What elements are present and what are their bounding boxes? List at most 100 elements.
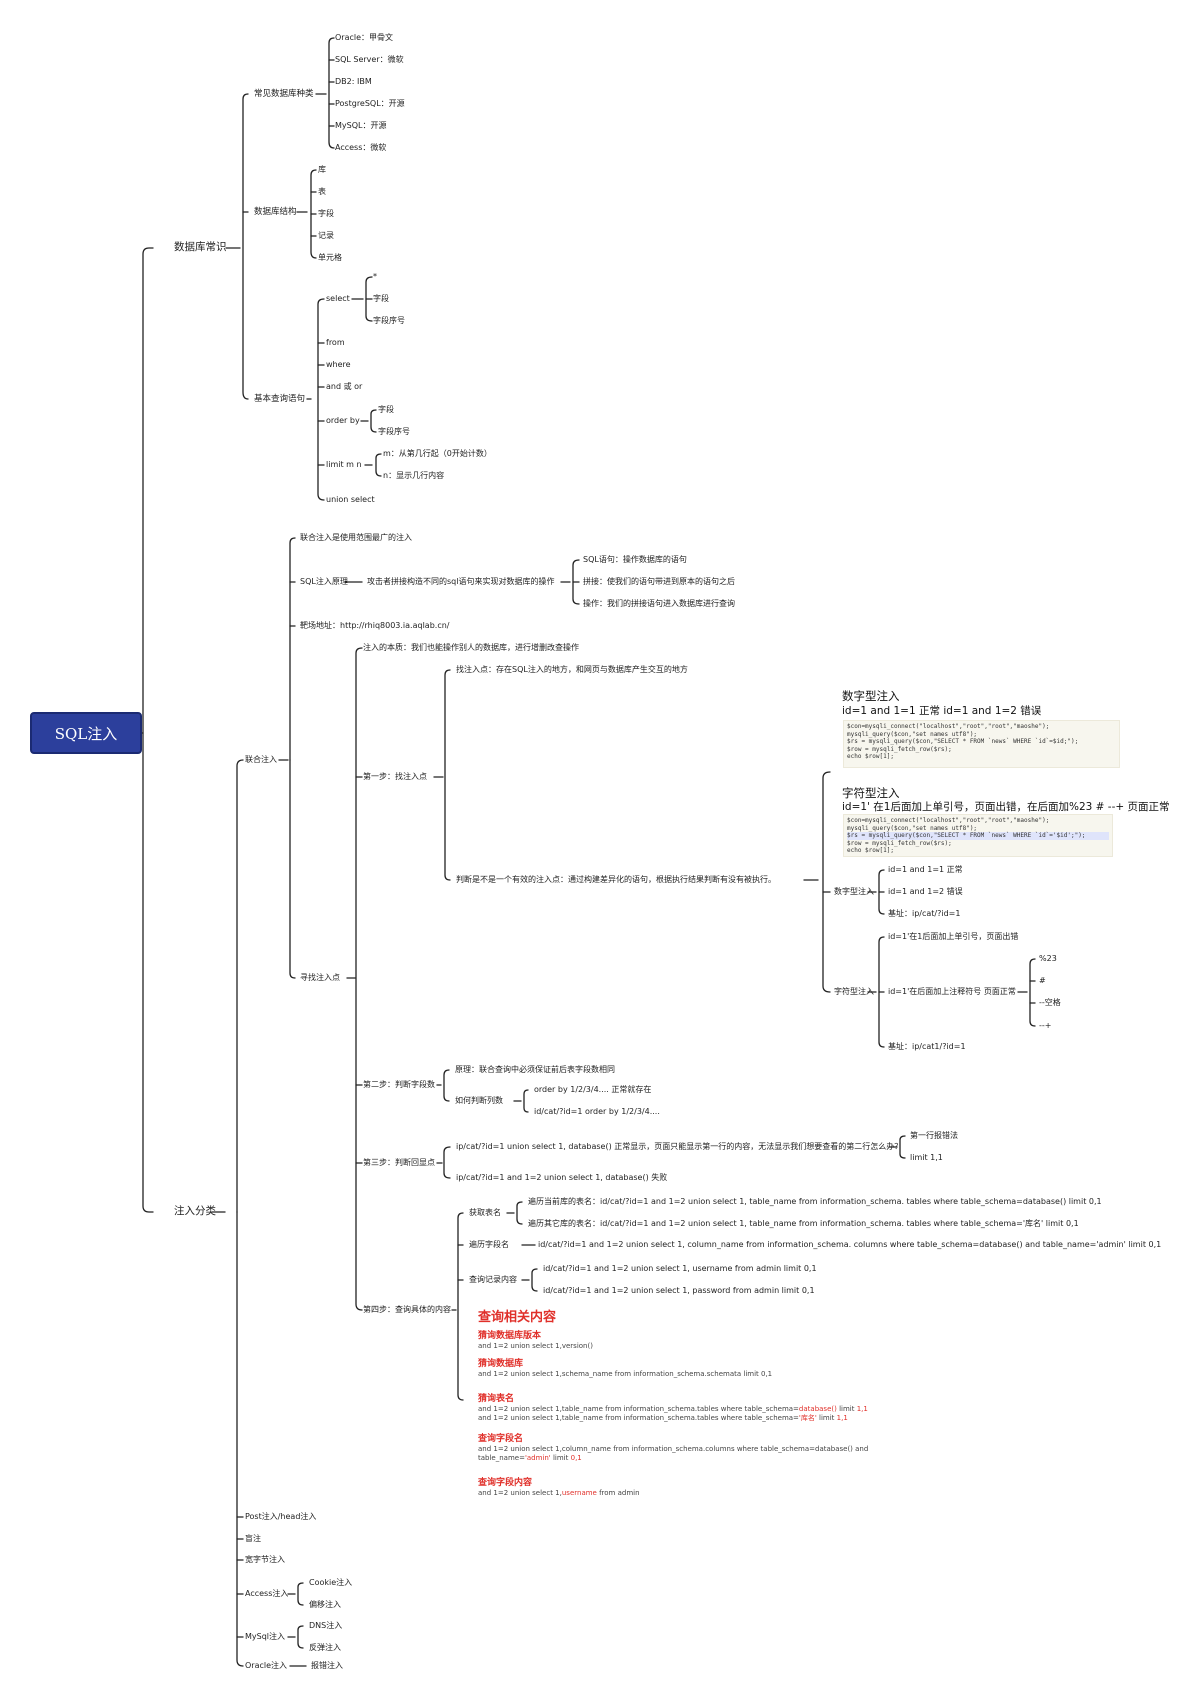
records-item[interactable]: id/cat/?id=1 and 1=2 union select 1, use… <box>543 1264 817 1273</box>
db-type-item[interactable]: PostgreSQL：开源 <box>335 99 405 108</box>
numeric-item[interactable]: id=1 and 1=2 错误 <box>888 887 963 896</box>
node-get-tables[interactable]: 获取表名 <box>469 1208 501 1217</box>
node-principle[interactable]: SQL注入原理 <box>300 577 348 586</box>
db-struct-item[interactable]: 库 <box>318 165 326 174</box>
limit-item[interactable]: m：从第几行起（0开始计数） <box>383 449 492 458</box>
mysql-item[interactable]: 反弹注入 <box>309 1643 341 1652</box>
query-limit[interactable]: limit m n <box>326 460 362 469</box>
orderby-item[interactable]: 字段序号 <box>378 427 410 436</box>
step2-how-item[interactable]: order by 1/2/3/4.... 正常就存在 <box>534 1085 652 1094</box>
comment-item[interactable]: # <box>1039 976 1046 985</box>
db-struct-item[interactable]: 单元格 <box>318 253 342 262</box>
orderby-item[interactable]: 字段 <box>378 405 394 414</box>
query-line: and 1=2 union select 1,table_name from i… <box>478 1405 868 1413</box>
select-item[interactable]: * <box>373 272 377 281</box>
step2-how[interactable]: 如何判断列数 <box>455 1096 503 1105</box>
query-union[interactable]: union select <box>326 495 375 504</box>
node-step2[interactable]: 第二步：判断字段数 <box>363 1080 435 1089</box>
step2-principle[interactable]: 原理：联合查询中必须保证前后表字段数相同 <box>455 1065 615 1074</box>
step3-b[interactable]: ip/cat/?id=1 and 1=2 union select 1, dat… <box>456 1173 668 1182</box>
comment-item[interactable]: %23 <box>1039 954 1057 963</box>
node-basics[interactable]: 数据库常识 <box>174 241 227 253</box>
node-basic-query[interactable]: 基本查询语句 <box>254 394 306 404</box>
comment-item[interactable]: --空格 <box>1039 998 1061 1007</box>
node-chars[interactable]: 字符型注入 <box>834 987 874 996</box>
query-line: and 1=2 union select 1,version() <box>478 1342 593 1350</box>
node-db-types[interactable]: 常见数据库种类 <box>254 89 314 99</box>
access-item[interactable]: 偏移注入 <box>309 1600 341 1609</box>
chars-item[interactable]: 基址：ip/cat1/?id=1 <box>888 1042 966 1051</box>
char-box-sub: id=1' 在1后面加上单引号，页面出错，在后面加%23 # --+ 页面正常 <box>842 801 1170 813</box>
node-db-struct[interactable]: 数据库结构 <box>254 207 297 217</box>
step3-a-item[interactable]: limit 1,1 <box>910 1153 943 1162</box>
node-classify[interactable]: 注入分类 <box>174 1205 216 1217</box>
numeric-item[interactable]: 基址：ip/cat/?id=1 <box>888 909 961 918</box>
code-line: $rs = mysqli_query($con,"SELECT * FROM `… <box>847 738 1079 746</box>
step1-judge[interactable]: 判断是不是一个有效的注入点：通过构建差异化的语句，根据执行结果判断有没有被执行。 <box>456 875 776 884</box>
node-step4[interactable]: 第四步：查询具体的内容 <box>363 1305 451 1314</box>
chars-item[interactable]: id=1'在1后面加上单引号，页面出错 <box>888 932 1019 941</box>
node-numeric[interactable]: 数字型注入 <box>834 887 874 896</box>
query-from[interactable]: from <box>326 338 345 347</box>
node-step1[interactable]: 第一步：找注入点 <box>363 772 427 781</box>
principle-item[interactable]: SQL语句：操作数据库的语句 <box>583 555 687 564</box>
union-most-used[interactable]: 联合注入是使用范围最广的注入 <box>300 533 412 542</box>
node-oracle[interactable]: Oracle注入 <box>245 1661 288 1670</box>
node-union-injection[interactable]: 联合注入 <box>245 755 277 764</box>
root-node[interactable]: SQL注入 <box>30 712 142 754</box>
principle-item[interactable]: 拼接：使我们的语句带进到原本的语句之后 <box>583 577 735 586</box>
query-panel-title: 查询相关内容 <box>478 1310 557 1325</box>
step3-a-item[interactable]: 第一行报错法 <box>910 1131 958 1140</box>
principle-desc[interactable]: 攻击者拼接构造不同的sql语句来实现对数据库的操作 <box>367 577 555 586</box>
select-item[interactable]: 字段 <box>373 294 389 303</box>
select-item[interactable]: 字段序号 <box>373 316 405 325</box>
step1-find[interactable]: 找注入点：存在SQL注入的地方，和网页与数据库产生交互的地方 <box>456 665 688 674</box>
oracle-item[interactable]: 报错注入 <box>311 1661 343 1670</box>
step3-a[interactable]: ip/cat/?id=1 union select 1, database() … <box>456 1142 903 1151</box>
query-line: and 1=2 union select 1,username from adm… <box>478 1489 640 1497</box>
chars-item[interactable]: id=1'在后面加上注释符号 页面正常 <box>888 987 1016 996</box>
limit-item[interactable]: n：显示几行内容 <box>383 471 445 480</box>
range-address[interactable]: 靶场地址：http://rhiq8003.ia.aqlab.cn/ <box>300 621 450 630</box>
comment-item[interactable]: --+ <box>1039 1021 1052 1030</box>
node-find-point[interactable]: 寻找注入点 <box>300 973 340 982</box>
node-wide-byte[interactable]: 宽字节注入 <box>245 1555 285 1564</box>
code-line: mysqli_query($con,"set names utf8"); <box>847 730 978 738</box>
db-struct-item[interactable]: 字段 <box>318 209 334 218</box>
query-heading: 查询字段内容 <box>478 1478 533 1488</box>
access-item[interactable]: Cookie注入 <box>309 1578 353 1587</box>
db-struct-item[interactable]: 表 <box>318 187 326 196</box>
code-line: mysqli_query($con,"set names utf8"); <box>847 824 978 832</box>
query-orderby[interactable]: order by <box>326 416 360 425</box>
db-struct-item[interactable]: 记录 <box>318 231 334 240</box>
node-blind-injection[interactable]: 盲注 <box>245 1534 261 1543</box>
node-get-columns[interactable]: 遍历字段名 <box>469 1240 509 1249</box>
query-heading: 猜询数据库版本 <box>478 1331 542 1341</box>
injection-essence[interactable]: 注入的本质：我们也能操作别人的数据库，进行增删改查操作 <box>363 643 579 652</box>
char-box-title: 字符型注入 <box>842 786 900 800</box>
step2-how-item[interactable]: id/cat/?id=1 order by 1/2/3/4.... <box>534 1107 660 1116</box>
mysql-item[interactable]: DNS注入 <box>309 1621 343 1630</box>
tables-item[interactable]: 遍历其它库的表名：id/cat/?id=1 and 1=2 union sele… <box>528 1219 1079 1228</box>
node-mysql[interactable]: MySql注入 <box>245 1632 286 1641</box>
numeric-item[interactable]: id=1 and 1=1 正常 <box>888 865 963 874</box>
node-access[interactable]: Access注入 <box>245 1589 289 1598</box>
query-select[interactable]: select <box>326 294 350 303</box>
columns-value[interactable]: id/cat/?id=1 and 1=2 union select 1, col… <box>538 1240 1162 1249</box>
node-step3[interactable]: 第三步：判断回显点 <box>363 1158 435 1167</box>
tables-item[interactable]: 遍历当前库的表名：id/cat/?id=1 and 1=2 union sele… <box>528 1197 1102 1206</box>
query-andor[interactable]: and 或 or <box>326 382 363 391</box>
principle-item[interactable]: 操作：我们的拼接语句进入数据库进行查询 <box>583 599 735 608</box>
node-get-records[interactable]: 查询记录内容 <box>469 1275 517 1284</box>
db-type-item[interactable]: Access：微软 <box>335 143 387 152</box>
db-type-item[interactable]: Oracle：甲骨文 <box>335 33 394 42</box>
node-post-injection[interactable]: Post注入/head注入 <box>245 1512 317 1521</box>
records-item[interactable]: id/cat/?id=1 and 1=2 union select 1, pas… <box>543 1286 815 1295</box>
query-where[interactable]: where <box>326 360 351 369</box>
db-type-item[interactable]: MySQL：开源 <box>335 121 387 130</box>
code-line: echo $row[1]; <box>847 847 894 855</box>
db-type-item[interactable]: SQL Server：微软 <box>335 55 404 64</box>
query-line: and 1=2 union select 1,column_name from … <box>478 1445 869 1453</box>
db-type-item[interactable]: DB2: IBM <box>335 77 372 86</box>
numeric-box-title: 数字型注入 <box>842 689 900 703</box>
